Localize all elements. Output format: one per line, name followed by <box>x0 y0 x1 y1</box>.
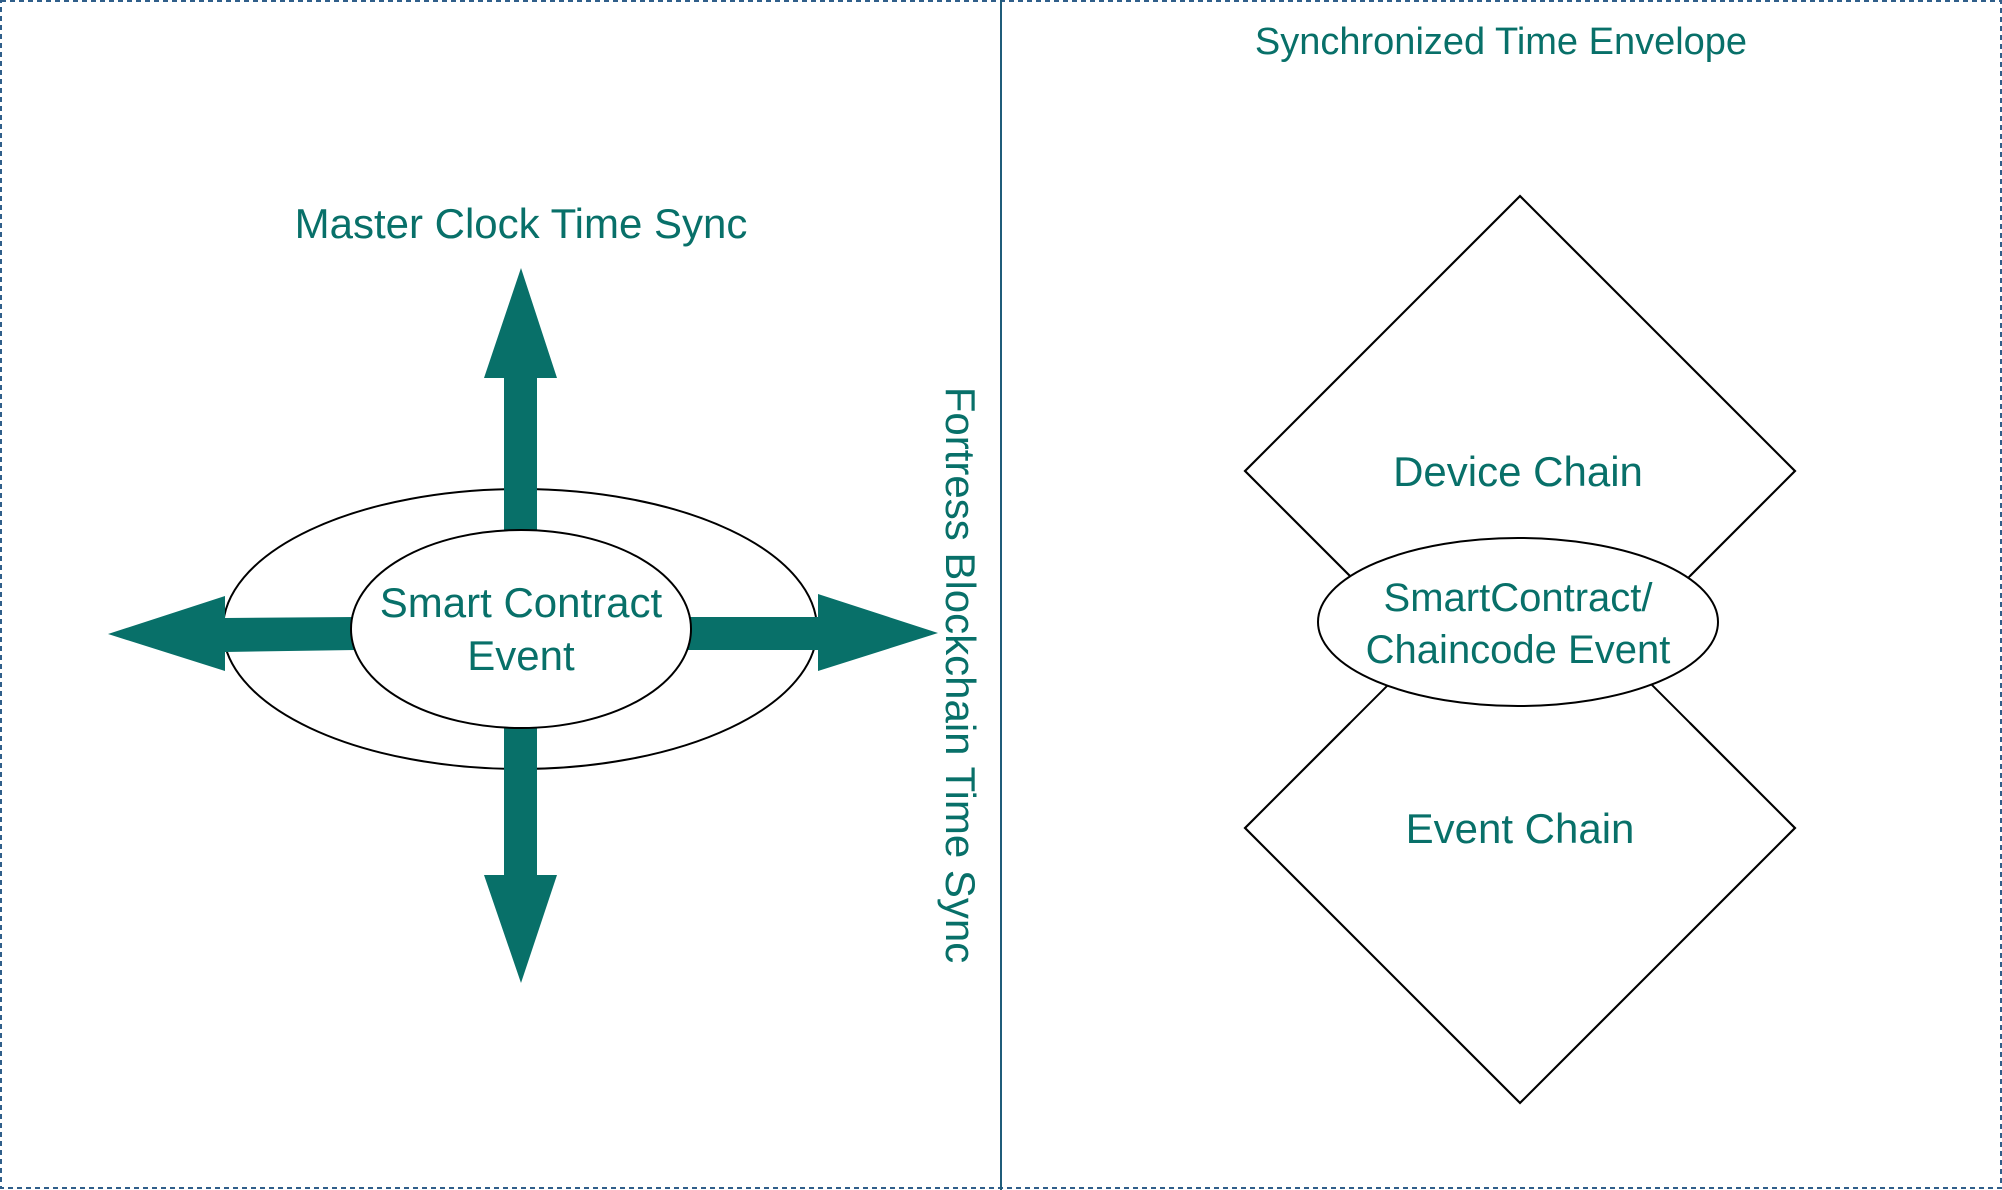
chaincode-label-line2: Chaincode Event <box>1366 628 1671 672</box>
up-arrow <box>484 268 557 530</box>
event-chain-label: Event Chain <box>1406 805 1635 852</box>
diamond-overlap-mask-lower <box>1247 555 1793 1101</box>
right-arrow <box>686 594 938 671</box>
smart-contract-label-line2: Event <box>467 632 575 679</box>
smart-contract-label-line1: Smart Contract <box>380 579 663 626</box>
chaincode-label-line1: SmartContract/ <box>1384 576 1654 620</box>
down-arrow <box>484 726 557 983</box>
master-clock-title: Master Clock Time Sync <box>295 200 748 247</box>
left-panel: Master Clock Time Sync Smart Contract Ev… <box>108 200 984 983</box>
device-chain-label: Device Chain <box>1393 448 1643 495</box>
device-chain-diamond-edges <box>1243 194 1797 577</box>
smartcontract-chaincode-ellipse <box>1317 537 1719 707</box>
smart-contract-event-ellipse <box>350 529 692 729</box>
synchronized-envelope-title: Synchronized Time Envelope <box>1255 21 1747 63</box>
event-chain-diamond-edges <box>1243 722 1797 1105</box>
right-panel: Synchronized Time Envelope Device Chain … <box>1243 21 1797 1105</box>
left-arrow <box>108 596 356 671</box>
fortress-blockchain-label: Fortress Blockchain Time Sync <box>937 387 984 964</box>
